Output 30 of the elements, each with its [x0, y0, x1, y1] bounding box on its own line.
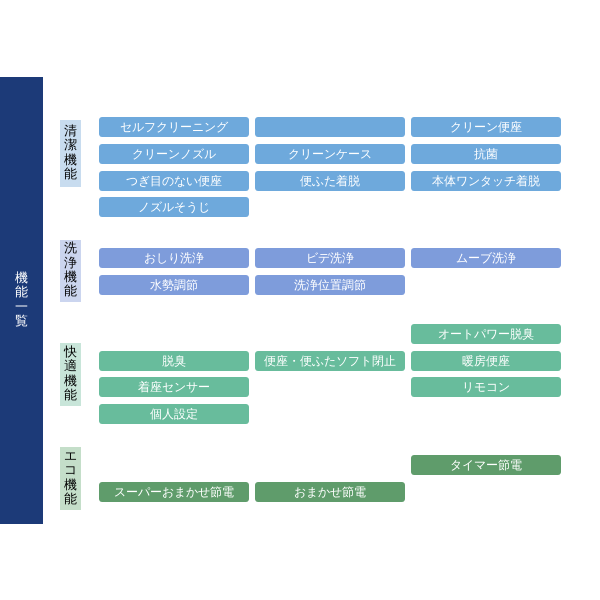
feature-tag: クリーンノズル [99, 144, 249, 164]
feature-tag: 着座センサー [99, 377, 249, 397]
feature-tag: 便ふた着脱 [255, 171, 405, 191]
feature-tag: クリーン便座 [411, 117, 561, 137]
feature-tag: リモコン [411, 377, 561, 397]
feature-tag: タイマー節電 [411, 455, 561, 475]
feature-tag: 洗浄位置調節 [255, 275, 405, 295]
title-band: 機能一覧 [0, 77, 43, 524]
feature-tag: 脱臭 [99, 351, 249, 371]
feature-tag: ムーブ洗浄 [411, 248, 561, 268]
feature-tag: 便座・便ふたソフト閉止 [255, 351, 405, 371]
feature-tag [255, 117, 405, 137]
feature-tag: セルフクリーニング [99, 117, 249, 137]
category-tab: 快適機能 [60, 343, 81, 406]
feature-tag: 暖房便座 [411, 351, 561, 371]
feature-tag: ビデ洗浄 [255, 248, 405, 268]
category-tab: エコ機能 [60, 447, 81, 510]
feature-tag: スーパーおまかせ節電 [99, 482, 249, 502]
category-tab: 洗浄機能 [60, 240, 81, 302]
feature-tag: クリーンケース [255, 144, 405, 164]
category-tab: 清潔機能 [60, 120, 81, 187]
feature-tag: 本体ワンタッチ着脱 [411, 171, 561, 191]
feature-tag: 個人設定 [99, 404, 249, 424]
feature-tag: オートパワー脱臭 [411, 324, 561, 344]
feature-tag: 抗菌 [411, 144, 561, 164]
feature-tag: おまかせ節電 [255, 482, 405, 502]
feature-tag: つぎ目のない便座 [99, 171, 249, 191]
feature-tag: おしり洗浄 [99, 248, 249, 268]
feature-tag: ノズルそうじ [99, 197, 249, 217]
feature-tag: 水勢調節 [99, 275, 249, 295]
